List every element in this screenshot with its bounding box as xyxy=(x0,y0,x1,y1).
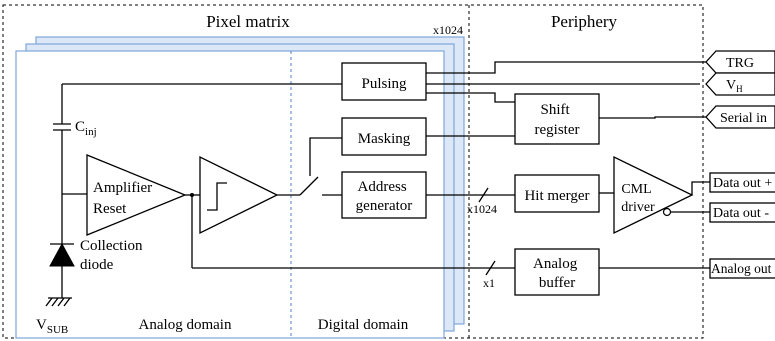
analog-out-port xyxy=(709,258,775,279)
shift-register-block[interactable] xyxy=(514,93,600,145)
bus-x1-label: x1 xyxy=(483,276,495,290)
shift-register-label: Shift register xyxy=(535,102,580,138)
bus-x1024-label: x1024 xyxy=(467,202,497,216)
discriminator-triangle xyxy=(199,155,279,235)
amplifier-label: Amplifier Reset xyxy=(93,180,156,217)
hysteresis-icon xyxy=(207,182,227,211)
vh-port-label: VH xyxy=(726,78,743,94)
masking-block[interactable] xyxy=(341,117,427,156)
serial-in-wire xyxy=(599,116,706,119)
ground-icon xyxy=(45,297,71,307)
mask-control-wire xyxy=(309,137,342,176)
masking-label: Masking xyxy=(358,131,411,147)
amplifier-triangle xyxy=(86,154,187,236)
mask-switch-icon[interactable] xyxy=(299,176,319,196)
pixel-matrix-title: Pixel matrix xyxy=(206,12,290,31)
cinj-label: Cinj xyxy=(75,119,97,138)
data-out-plus-port xyxy=(709,172,775,193)
digital-domain-label: Digital domain xyxy=(318,317,409,333)
trg-port-label: TRG xyxy=(726,56,754,71)
analog-out-label: Analog out xyxy=(711,261,772,276)
address-generator-label: Address generator xyxy=(356,179,413,214)
collection-diode-label: Collection diode xyxy=(80,238,146,273)
vsub-label: VSUB xyxy=(36,317,68,336)
trg-wire xyxy=(426,61,706,74)
data-out-minus-label: Data out - xyxy=(713,206,769,221)
serial-in-port-label: Serial in xyxy=(720,111,767,126)
bus-x1024-slash xyxy=(478,187,489,203)
serial-in-port-tag xyxy=(705,105,775,129)
pulsing-label: Pulsing xyxy=(361,76,407,92)
inverting-output-bubble xyxy=(662,207,672,217)
trg-port-tag xyxy=(705,50,775,74)
data-out-plus-wire xyxy=(691,181,710,195)
periphery-title: Periphery xyxy=(551,12,618,31)
analog-domain-label: Analog domain xyxy=(139,317,232,333)
analog-buffer-block[interactable] xyxy=(514,248,600,296)
data-out-minus-port xyxy=(709,202,775,223)
data-out-plus-label: Data out + xyxy=(713,176,772,191)
bus-x1-slash xyxy=(485,260,496,276)
analog-buffer-label: Analog buffer xyxy=(533,256,581,291)
hit-merger-block[interactable] xyxy=(514,174,600,213)
multiplicity-label: x1024 xyxy=(433,23,463,37)
vh-port-tag xyxy=(705,72,775,96)
cml-driver-label: CML driver xyxy=(621,182,655,215)
cml-driver-triangle xyxy=(613,155,694,235)
hit-merger-label: Hit merger xyxy=(524,188,589,204)
pulsing-to-shift-wire xyxy=(426,92,515,103)
pulsing-block[interactable] xyxy=(341,62,427,101)
